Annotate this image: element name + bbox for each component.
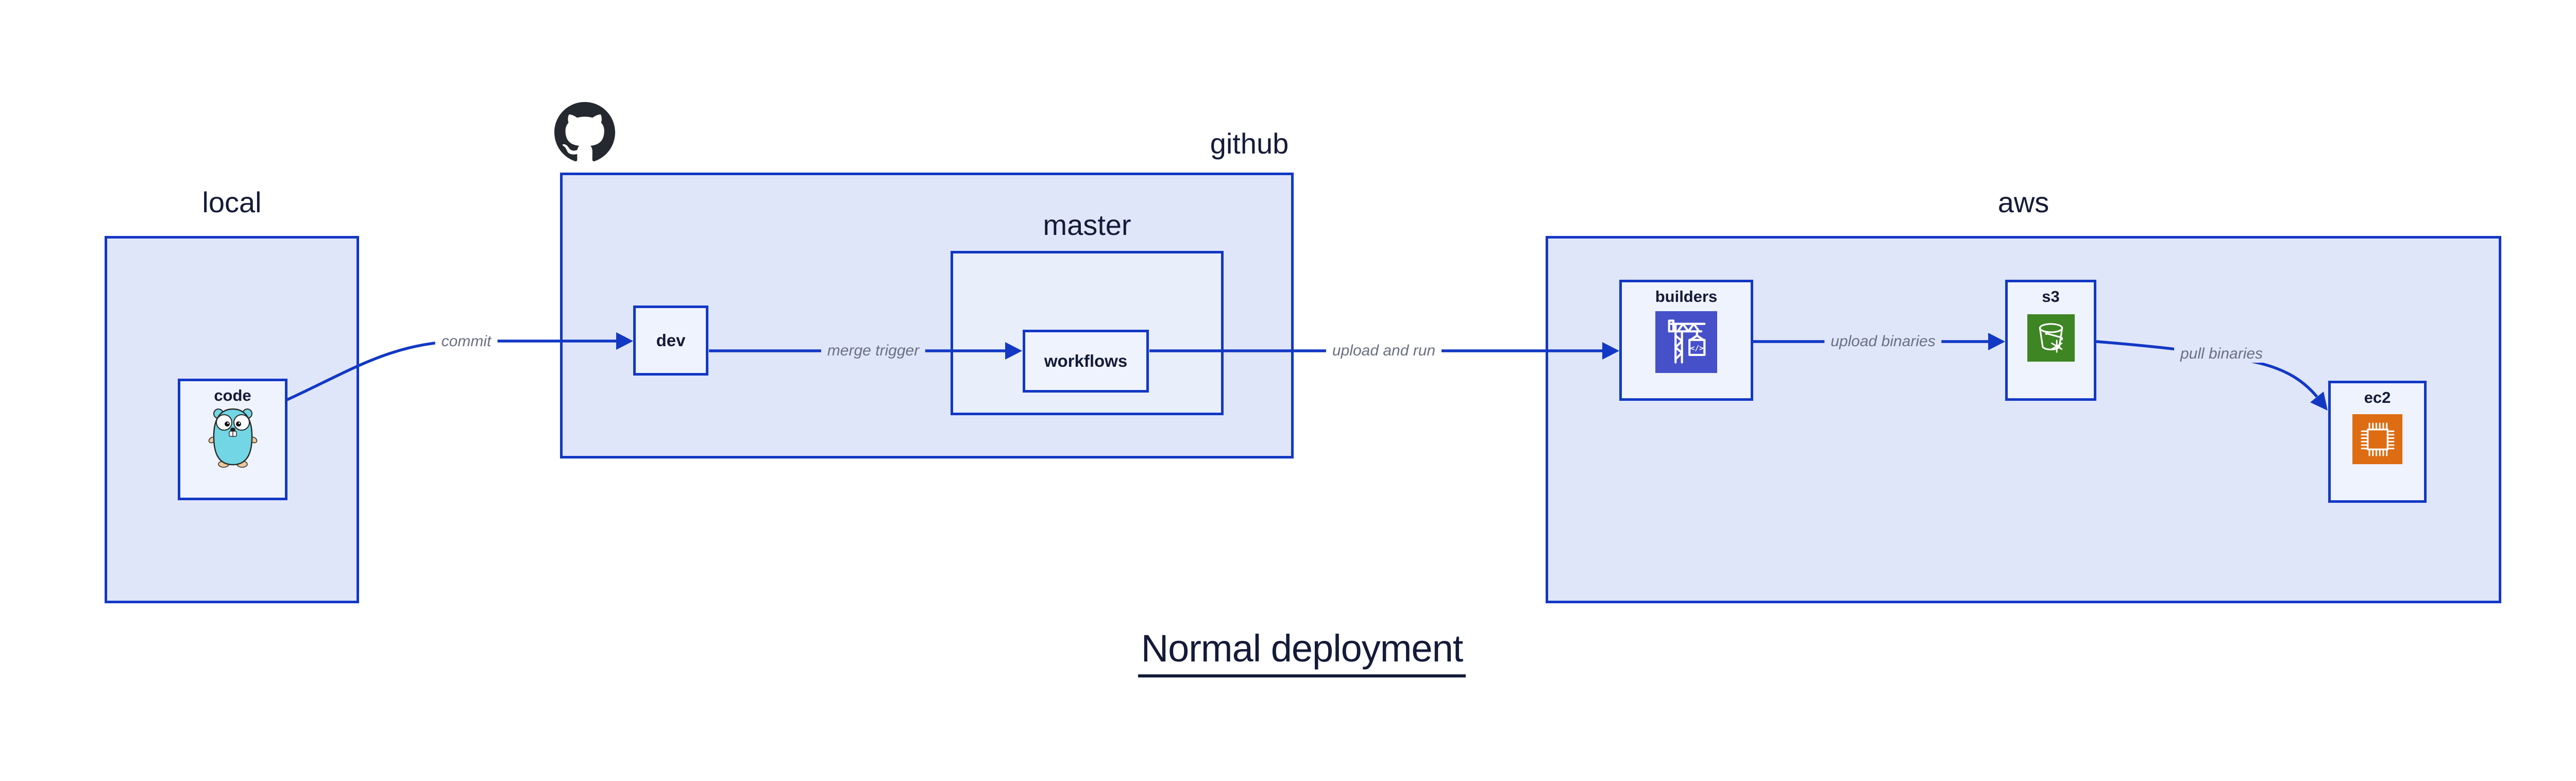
github-octocat-icon: [554, 102, 615, 162]
edge-upload-and-run-label: upload and run: [1326, 342, 1442, 360]
node-builders-label: builders: [1655, 287, 1718, 305]
region-aws-label: aws: [1997, 186, 2049, 218]
node-code: code: [178, 379, 287, 500]
diagram-title-text: Normal deployment: [1138, 626, 1466, 677]
codebuild-crane-icon: </>: [1655, 311, 1717, 373]
node-s3: s3: [2005, 280, 2096, 401]
ec2-chip-icon: [2352, 414, 2402, 464]
region-master-label: master: [1043, 209, 1131, 241]
region-local-label: local: [202, 186, 262, 218]
node-ec2-label: ec2: [2364, 388, 2391, 406]
edge-upload-binaries-label: upload binaries: [1824, 333, 1942, 350]
edge-commit-label: commit: [435, 333, 498, 350]
edge-merge-trigger-label: merge trigger: [821, 342, 926, 360]
node-ec2: ec2: [2328, 381, 2427, 503]
codebuild-icon-code-glyph: </>: [1690, 344, 1704, 353]
node-dev: dev: [633, 305, 708, 376]
node-code-label: code: [214, 386, 251, 404]
s3-glacier-bucket-icon: [2027, 314, 2075, 362]
node-workflows: workflows: [1023, 330, 1149, 393]
diagram-title: Normal deployment: [0, 626, 2576, 677]
node-workflows-label: workflows: [1044, 351, 1128, 370]
node-builders: builders </>: [1619, 280, 1753, 401]
go-gopher-icon: [207, 407, 259, 468]
region-github-label: github: [1210, 127, 1289, 160]
edge-pull-binaries-label: pull binaries: [2174, 345, 2269, 363]
node-s3-label: s3: [2042, 287, 2060, 305]
node-dev-label: dev: [656, 331, 686, 350]
